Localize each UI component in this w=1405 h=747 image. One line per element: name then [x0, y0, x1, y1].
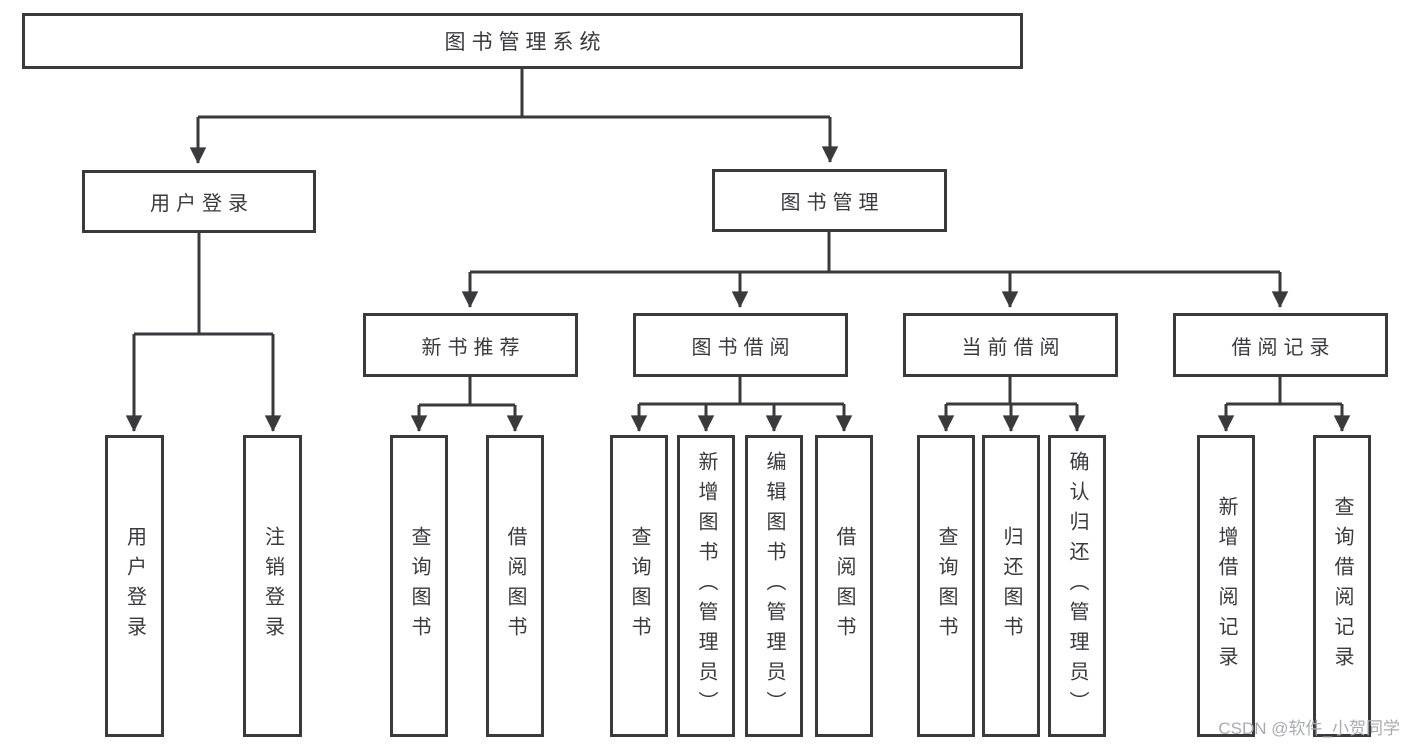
leaf-edit-books-admin: 编辑图书（管理员） [745, 435, 803, 737]
node-label: 编辑图书（管理员） [763, 451, 785, 721]
node-label: 用户登录 [150, 193, 254, 215]
leaf-confirm-return-admin: 确认归还（管理员） [1048, 435, 1106, 737]
leaf-user-login: 用户登录 [105, 435, 164, 737]
node-label: 确认归还（管理员） [1066, 451, 1088, 721]
node-new-book-recommend: 新书推荐 [363, 313, 578, 377]
leaf-query-books-recommend: 查询图书 [390, 435, 448, 737]
leaf-add-books-admin: 新增图书（管理员） [677, 435, 735, 737]
leaf-query-books-current: 查询图书 [917, 435, 975, 737]
node-label: 归还图书 [1000, 526, 1022, 646]
leaf-logout-login: 注销登录 [243, 435, 302, 737]
node-label: 图书借阅 [691, 336, 796, 359]
node-label: 图书管理系统 [444, 31, 607, 54]
leaf-return-books: 归还图书 [982, 435, 1040, 737]
node-borrow-records: 借阅记录 [1173, 313, 1388, 377]
node-label: 借阅图书 [833, 526, 855, 646]
node-book-borrow: 图书借阅 [633, 313, 848, 377]
node-label: 借阅图书 [504, 526, 526, 646]
csdn-watermark: CSDN @软件_小贺同学 [1218, 719, 1400, 738]
leaf-borrow-books-recommend: 借阅图书 [486, 435, 544, 737]
node-label: 新书推荐 [421, 336, 526, 359]
node-label: 新增图书（管理员） [695, 451, 717, 721]
node-label: 借阅记录 [1231, 336, 1336, 359]
node-label: 新增借阅记录 [1215, 496, 1237, 676]
node-label: 图书管理 [780, 192, 885, 214]
node-label: 用户登录 [123, 526, 146, 646]
node-label: 当前借阅 [961, 336, 1066, 359]
node-library-management-system: 图书管理系统 [22, 13, 1023, 69]
node-label: 查询图书 [935, 526, 957, 646]
node-user-login: 用户登录 [82, 170, 316, 233]
leaf-query-books-borrow: 查询图书 [610, 435, 668, 737]
node-label: 查询图书 [628, 526, 650, 646]
node-label: 查询借阅记录 [1331, 496, 1353, 676]
leaf-add-borrow-record: 新增借阅记录 [1197, 435, 1255, 737]
node-label: 查询图书 [408, 526, 430, 646]
node-book-management: 图书管理 [712, 169, 947, 232]
node-current-borrow: 当前借阅 [903, 313, 1118, 377]
node-label: 注销登录 [261, 526, 284, 646]
leaf-query-borrow-record: 查询借阅记录 [1313, 435, 1371, 737]
leaf-borrow-books: 借阅图书 [815, 435, 873, 737]
